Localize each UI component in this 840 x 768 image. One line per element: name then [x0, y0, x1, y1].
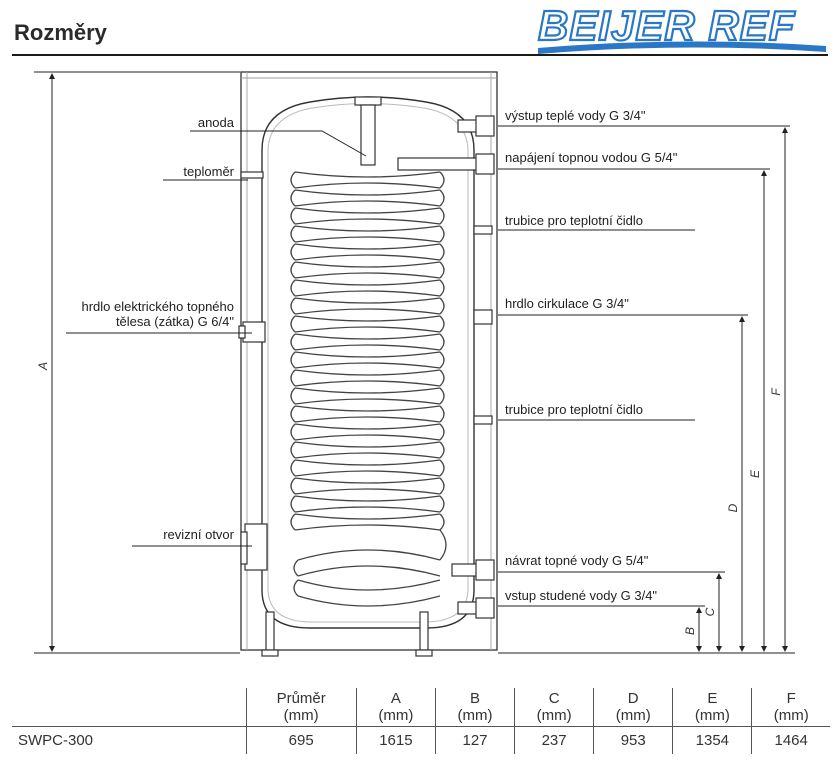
- table-cell: 695: [245, 726, 357, 754]
- table-header: E(mm): [672, 688, 752, 727]
- table-cell: 953: [593, 726, 673, 754]
- dim-label-d: D: [726, 503, 740, 512]
- page-title: Rozměry: [14, 20, 107, 45]
- table-cell: 1464: [751, 726, 830, 754]
- dim-label-e: E: [748, 469, 762, 478]
- table-cell: 1354: [672, 726, 752, 754]
- anode: [354, 96, 382, 166]
- label-trubice-2: trubice pro teplotní čidlo: [505, 402, 643, 417]
- inner-vessel: [261, 96, 475, 629]
- table-header: B(mm): [434, 688, 515, 727]
- heating-coil: [293, 171, 441, 607]
- dimensions-table: Průměr(mm) A(mm) B(mm) C(mm) D(mm) E(mm)…: [12, 688, 830, 754]
- tank-diagram: A B C D E F anoda teploměr hrdlo elektri…: [34, 71, 795, 657]
- dim-label-c: C: [703, 607, 717, 616]
- table-cell: 237: [514, 726, 594, 754]
- table-cell: 1615: [355, 726, 436, 754]
- tank-housing: [240, 71, 498, 651]
- label-teplomer: teploměr: [183, 164, 234, 179]
- label-vstup-studene: vstup studené vody G 3/4": [505, 588, 657, 603]
- label-navrat: návrat topné vody G 5/4": [505, 553, 649, 568]
- dim-label-f: F: [769, 388, 783, 396]
- label-anoda: anoda: [198, 115, 235, 130]
- label-hrdlo-el-1: hrdlo elektrického topného: [82, 299, 235, 314]
- table-header-row: Průměr(mm) A(mm) B(mm) C(mm) D(mm) E(mm)…: [12, 688, 830, 727]
- table-header: F(mm): [751, 688, 830, 727]
- label-revizni: revizní otvor: [163, 527, 234, 542]
- dim-label-a: A: [36, 362, 50, 371]
- model-name: SWPC-300: [12, 726, 246, 754]
- label-hrdlo-el-2: tělesa (zátka) G 6/4": [116, 314, 234, 329]
- svg-text:BEIJER REF: BEIJER REF: [538, 2, 796, 49]
- table-header: C(mm): [514, 688, 594, 727]
- label-cirkulace: hrdlo cirkulace G 3/4": [505, 296, 629, 311]
- title-divider: [12, 54, 828, 56]
- tank-legs: [261, 611, 433, 657]
- label-trubice-1: trubice pro teplotní čidlo: [505, 213, 643, 228]
- table-header: Průměr(mm): [245, 688, 357, 727]
- label-napajeni: napájení topnou vodou G 5/4": [505, 150, 678, 165]
- table-header-blank: [12, 688, 246, 727]
- table-header: A(mm): [355, 688, 436, 727]
- table-cell: 127: [434, 726, 515, 754]
- tank-ports: [397, 115, 495, 619]
- table-header: D(mm): [593, 688, 673, 727]
- brand-logo: BEIJER REF: [537, 2, 826, 54]
- dim-label-b: B: [683, 627, 697, 635]
- label-vystup-teple: výstup teplé vody G 3/4": [505, 108, 646, 123]
- table-row: SWPC-300 695 1615 127 237 953 1354 1464: [12, 726, 830, 754]
